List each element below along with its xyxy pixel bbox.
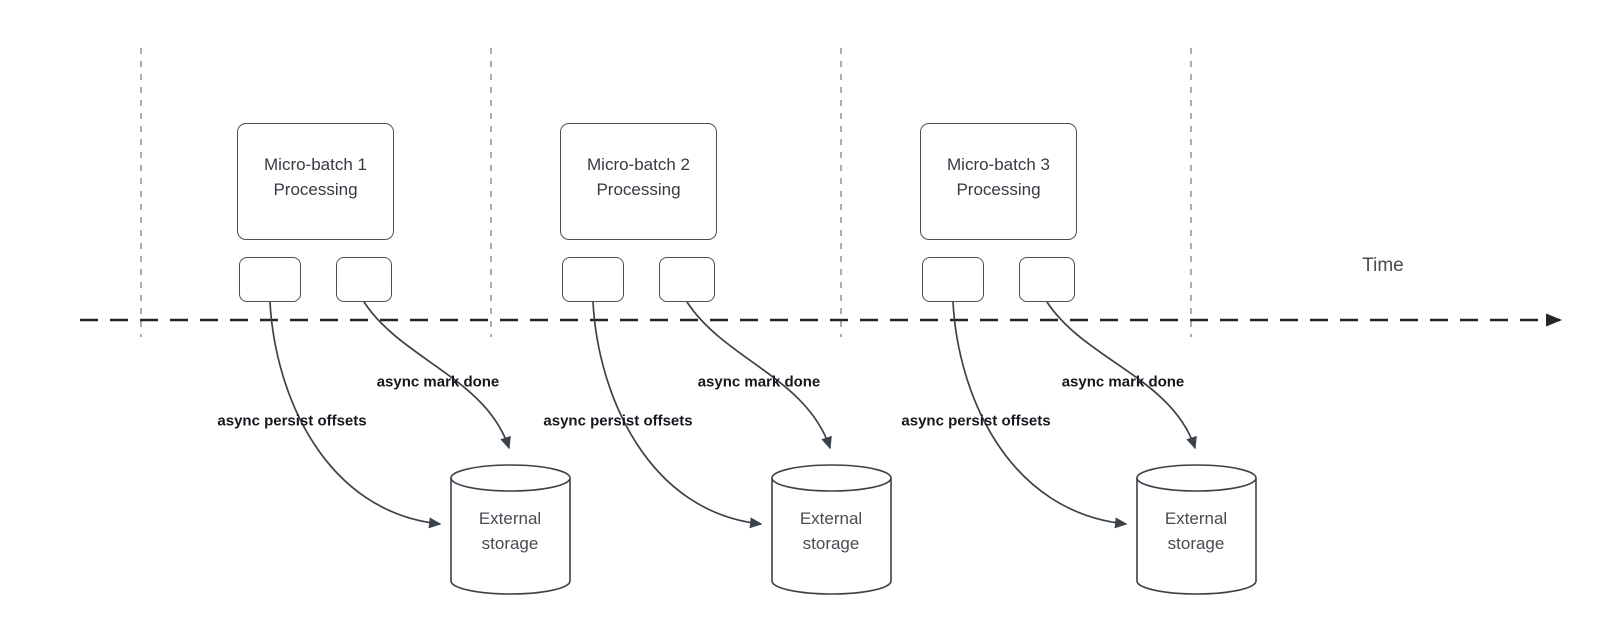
external-storage-label-1: External storage xyxy=(478,509,542,554)
mark-done-arrow-2 xyxy=(686,301,832,450)
mark-done-label-3: async mark done xyxy=(1061,373,1185,391)
mark-done-arrow-1 xyxy=(363,301,511,450)
persist-offsets-mini-box-2 xyxy=(562,257,624,302)
persist-offsets-label-2: async persist offsets xyxy=(543,412,693,430)
persist-offsets-label-1: async persist offsets xyxy=(217,412,367,430)
microbatch-2-box: Micro-batch 2 Processing xyxy=(560,123,717,240)
persist-offsets-label-3: async persist offsets xyxy=(901,412,1051,430)
external-storage-cylinder-1 xyxy=(450,464,571,595)
mark-done-mini-box-2 xyxy=(659,257,715,302)
persist-offsets-mini-box-1 xyxy=(239,257,301,302)
external-storage-cylinder-3 xyxy=(1136,464,1257,595)
microbatch-3-box: Micro-batch 3 Processing xyxy=(920,123,1077,240)
persist-offsets-arrow-3 xyxy=(952,301,1128,529)
external-storage-label-2: External storage xyxy=(799,509,863,554)
mark-done-arrow-3 xyxy=(1046,301,1197,450)
external-storage-cylinder-2 xyxy=(771,464,892,595)
persist-offsets-arrow-2 xyxy=(592,301,763,529)
mark-done-mini-box-3 xyxy=(1019,257,1075,302)
mark-done-label-2: async mark done xyxy=(697,373,821,391)
persist-offsets-arrow-1 xyxy=(269,301,442,529)
microbatch-1-box: Micro-batch 1 Processing xyxy=(237,123,394,240)
mark-done-mini-box-1 xyxy=(336,257,392,302)
external-storage-label-3: External storage xyxy=(1164,509,1228,554)
persist-offsets-mini-box-3 xyxy=(922,257,984,302)
mark-done-label-1: async mark done xyxy=(376,373,500,391)
time-axis-label: Time xyxy=(1362,255,1404,276)
